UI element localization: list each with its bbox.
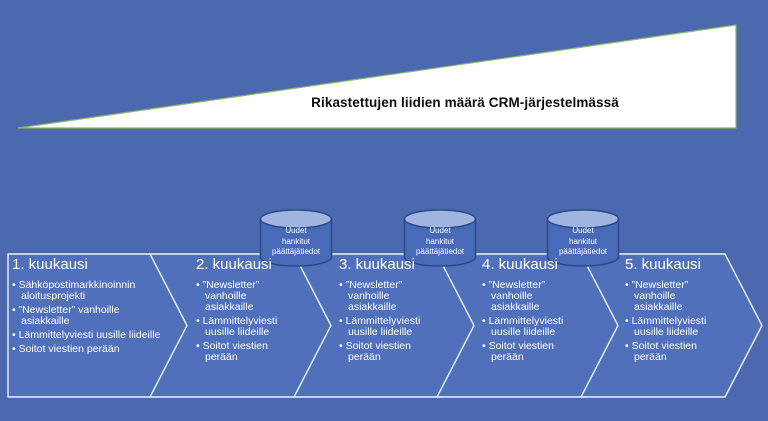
stage-title: 2. kuukausi [196,256,272,273]
stage-bullets: ”Newsletter” vanhoille asiakkaille Lämmi… [482,280,574,363]
cylinder-shape [259,209,333,267]
cylinder-label: Uudet hankitut päättäjätiedot [271,226,321,256]
cylinder-body [403,218,477,267]
stage-title: 1. kuukausi [12,256,88,273]
stage-separator [293,253,332,398]
bullet-item: Soitot viestien perään [625,341,722,363]
bullet-item: ”Newsletter” vanhoille asiakkaille [196,280,288,313]
bullet-item: Soitot viestien perään [12,344,162,355]
cylinder-label: Uudet hankitut päättäjätiedot [558,226,608,256]
stage-bullets: ”Newsletter” vanhoille asiakkaille Lämmi… [196,280,288,363]
bullet-item: ”Newsletter” vanhoille asiakkaille [339,280,431,313]
cylinder-label: Uudet hankitut päättäjätiedot [415,226,465,256]
bullet-item: Lämmittelyviesti uusille liideille [12,330,162,341]
bullet-item: ”Newsletter” vanhoille asiakkaille [625,280,722,313]
bullet-item: ”Newsletter” vanhoille asiakkaille [482,280,574,313]
bullet-item: ”Newsletter” vanhoille asiakkaille [12,305,162,327]
stage-separator [149,253,188,398]
growth-triangle [17,24,737,129]
cylinder-shape [403,209,477,267]
stage-title: 5. kuukausi [625,256,701,273]
stage-column-3: 3. kuukausi ”Newsletter” vanhoille asiak… [339,256,431,366]
bullet-item: Lämmittelyviesti uusille liideille [339,316,431,338]
cylinder-top [546,209,620,229]
chart-title: Rikastettujen liidien määrä CRM-järjeste… [311,95,619,110]
bullet-item: Lämmittelyviesti uusille liideille [625,316,722,338]
cylinder-top [403,209,477,229]
cylinder-shape [546,209,620,267]
stage-bullets: Sähköpostimarkkinoinnin aloitusprojekti … [12,280,162,355]
bullet-item: Soitot viestien perään [339,341,431,363]
stage-separator [580,253,619,398]
stage-separator [436,253,475,398]
stage-column-5: 5. kuukausi ”Newsletter” vanhoille asiak… [625,256,722,366]
stage-column-1: 1. kuukausi Sähköpostimarkkinoinnin aloi… [12,256,162,358]
cylinder-top [259,209,333,229]
cylinder-body [546,218,620,267]
stage-title: 4. kuukausi [482,256,558,273]
stage-title: 3. kuukausi [339,256,415,273]
stage-bullets: ”Newsletter” vanhoille asiakkaille Lämmi… [625,280,722,363]
bullet-item: Lämmittelyviesti uusille liideille [482,316,574,338]
cylinder-body [259,218,333,267]
bullet-item: Soitot viestien perään [196,341,288,363]
stage-column-2: 2. kuukausi ”Newsletter” vanhoille asiak… [196,256,288,366]
stage-bullets: ”Newsletter” vanhoille asiakkaille Lämmi… [339,280,431,363]
stage-column-4: 4. kuukausi ”Newsletter” vanhoille asiak… [482,256,574,366]
bullet-item: Lämmittelyviesti uusille liideille [196,316,288,338]
bullet-item: Sähköpostimarkkinoinnin aloitusprojekti [12,280,162,302]
bullet-item: Soitot viestien perään [482,341,574,363]
